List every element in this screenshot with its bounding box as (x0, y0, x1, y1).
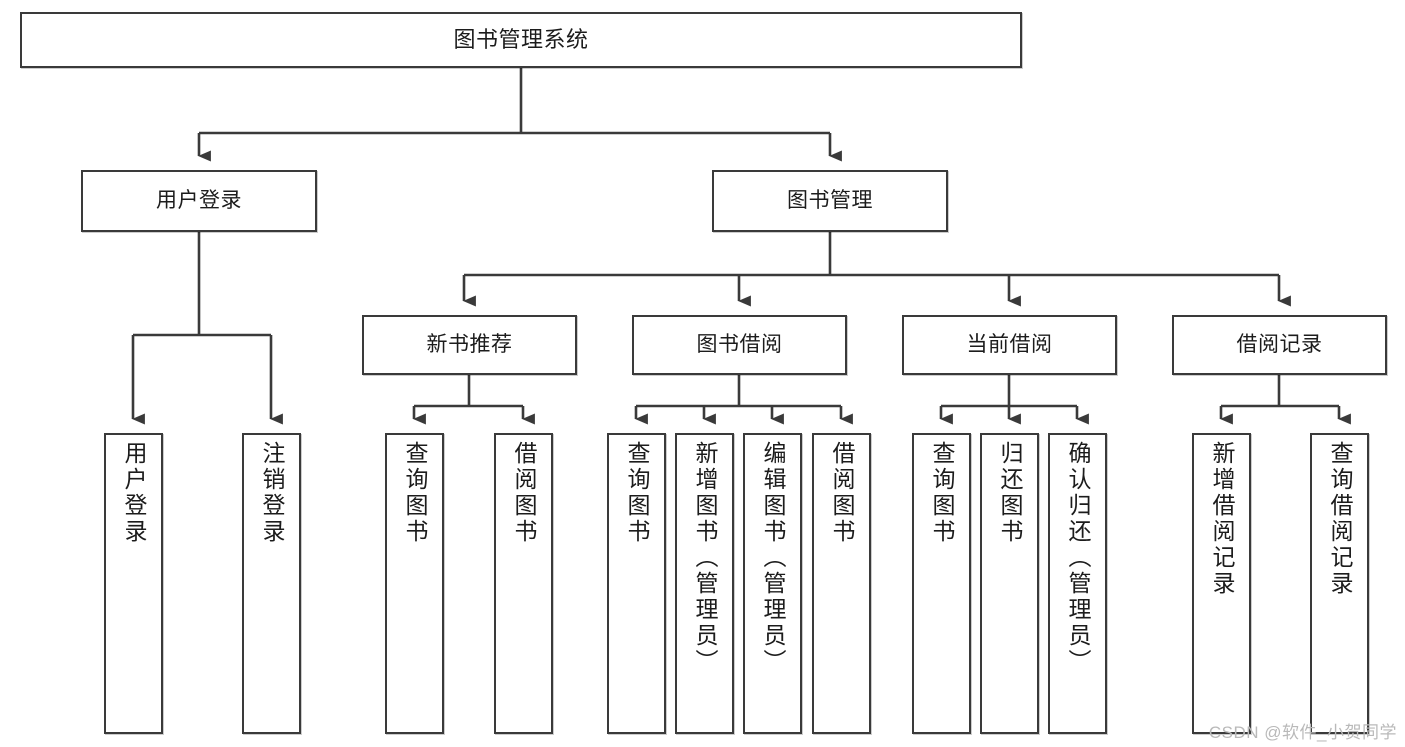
node-label: 新增图书（管理员） (692, 441, 718, 675)
node-label: 借阅记录 (1236, 332, 1323, 356)
leaf-book-borrow-borrow-book[interactable]: 借阅图书 (812, 433, 871, 734)
leaf-new-book-query-book[interactable]: 查询图书 (385, 433, 444, 734)
csdn-watermark: CSDN @软件_小贺同学 (1208, 723, 1397, 742)
node-borrow-record[interactable]: 借阅记录 (1172, 315, 1387, 375)
node-label: 查询图书 (402, 441, 428, 545)
node-root-book-management-system[interactable]: 图书管理系统 (20, 12, 1022, 68)
node-book-management[interactable]: 图书管理 (712, 170, 948, 232)
leaf-borrow-record-query-record[interactable]: 查询借阅记录 (1310, 433, 1369, 734)
leaf-current-borrow-confirm-return-admin[interactable]: 确认归还（管理员） (1048, 433, 1107, 734)
leaf-book-borrow-query-book[interactable]: 查询图书 (607, 433, 666, 734)
node-book-borrow[interactable]: 图书借阅 (632, 315, 847, 375)
node-label: 新书推荐 (426, 332, 513, 356)
node-label: 查询图书 (624, 441, 650, 545)
leaf-borrow-record-add-record[interactable]: 新增借阅记录 (1192, 433, 1251, 734)
node-label: 借阅图书 (511, 441, 537, 545)
node-label: 编辑图书（管理员） (760, 441, 786, 675)
node-label: 确认归还（管理员） (1065, 441, 1091, 675)
node-label: 新增借阅记录 (1209, 441, 1235, 597)
node-label: 查询借阅记录 (1327, 441, 1353, 597)
node-label: 归还图书 (997, 441, 1023, 545)
leaf-current-borrow-return-book[interactable]: 归还图书 (980, 433, 1039, 734)
leaf-user-login-logout[interactable]: 注销登录 (242, 433, 301, 734)
node-label: 当前借阅 (966, 332, 1053, 356)
leaf-user-login-login[interactable]: 用户登录 (104, 433, 163, 734)
node-label: 图书管理系统 (453, 27, 589, 53)
node-current-borrow[interactable]: 当前借阅 (902, 315, 1117, 375)
node-user-login[interactable]: 用户登录 (81, 170, 317, 232)
node-label: 图书管理 (787, 188, 873, 212)
node-label: 用户登录 (121, 441, 147, 545)
node-label: 注销登录 (259, 441, 285, 545)
node-label: 查询图书 (929, 441, 955, 545)
node-new-book-recommend[interactable]: 新书推荐 (362, 315, 577, 375)
leaf-new-book-borrow-book[interactable]: 借阅图书 (494, 433, 553, 734)
node-label: 用户登录 (156, 188, 242, 212)
leaf-current-borrow-query-book[interactable]: 查询图书 (912, 433, 971, 734)
leaf-book-borrow-add-book-admin[interactable]: 新增图书（管理员） (675, 433, 734, 734)
leaf-book-borrow-edit-book-admin[interactable]: 编辑图书（管理员） (743, 433, 802, 734)
node-label: 借阅图书 (829, 441, 855, 545)
node-label: 图书借阅 (696, 332, 783, 356)
